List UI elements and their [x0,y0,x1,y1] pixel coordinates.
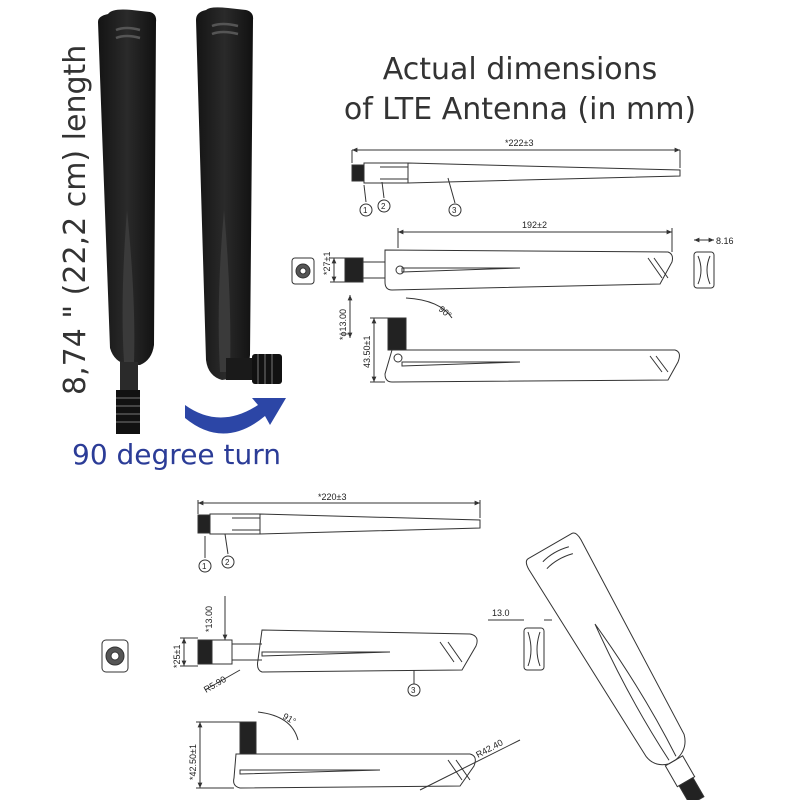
top-technical-drawing [291,147,715,383]
top-drawing-labels: *222±3 192±2 8.16 *27±1 *ϕ13.00 43.50±1 … [322,138,734,368]
top-callout-1: 1 [363,206,368,215]
top-bent-height: 43.50±1 [362,336,372,368]
top-end-view-right [693,237,715,289]
top-bent-profile [347,295,680,383]
bottom-thickness: 13.0 [492,608,510,618]
top-base-height: *27±1 [322,252,332,275]
length-label: 8,74 " (22,2 cm) length [58,44,93,395]
bottom-overall-length: *220±3 [318,492,346,502]
bottom-front-profile [180,596,478,697]
title-line-1: Actual dimensions [382,52,658,87]
turn-arrow-icon [185,398,286,434]
top-end-view-left [291,257,315,285]
bottom-technical-drawing [101,500,705,800]
top-offset: *ϕ13.00 [338,309,348,340]
bottom-end-view-right [488,619,552,671]
bottom-bent-profile [196,711,521,791]
antenna-straight-photo [98,9,157,434]
bottom-drawing-labels: *220±3 *13.00 *25±1 R5.90 13.0 91° *42.5… [172,492,510,780]
top-front-profile [330,228,673,291]
top-callout-2: 2 [381,202,386,211]
title-line-2: of LTE Antenna (in mm) [343,92,697,127]
bottom-connector: *13.00 [204,606,214,632]
bottom-callout-3: 3 [411,686,416,695]
bottom-radius-small: R5.90 [202,674,228,695]
top-callout-3: 3 [452,206,457,215]
bottom-tilted-antenna [525,532,705,800]
top-thickness: 8.16 [716,236,734,246]
turn-label: 90 degree turn [72,438,282,471]
bottom-callout-1: 1 [202,562,207,571]
bottom-base-height: *25±1 [172,645,182,668]
top-side-profile [351,147,681,217]
bottom-angle: 91° [281,711,298,727]
antenna-bent-photo [196,7,282,384]
top-blade-length: 192±2 [522,220,547,230]
bottom-side-profile [197,500,481,573]
bottom-callout-2: 2 [225,558,230,567]
bottom-radius-large: R42.40 [474,737,504,759]
top-overall-length: *222±3 [505,138,533,148]
bottom-bent-height: *42.50±1 [188,744,198,780]
bottom-end-view-left [101,639,129,673]
